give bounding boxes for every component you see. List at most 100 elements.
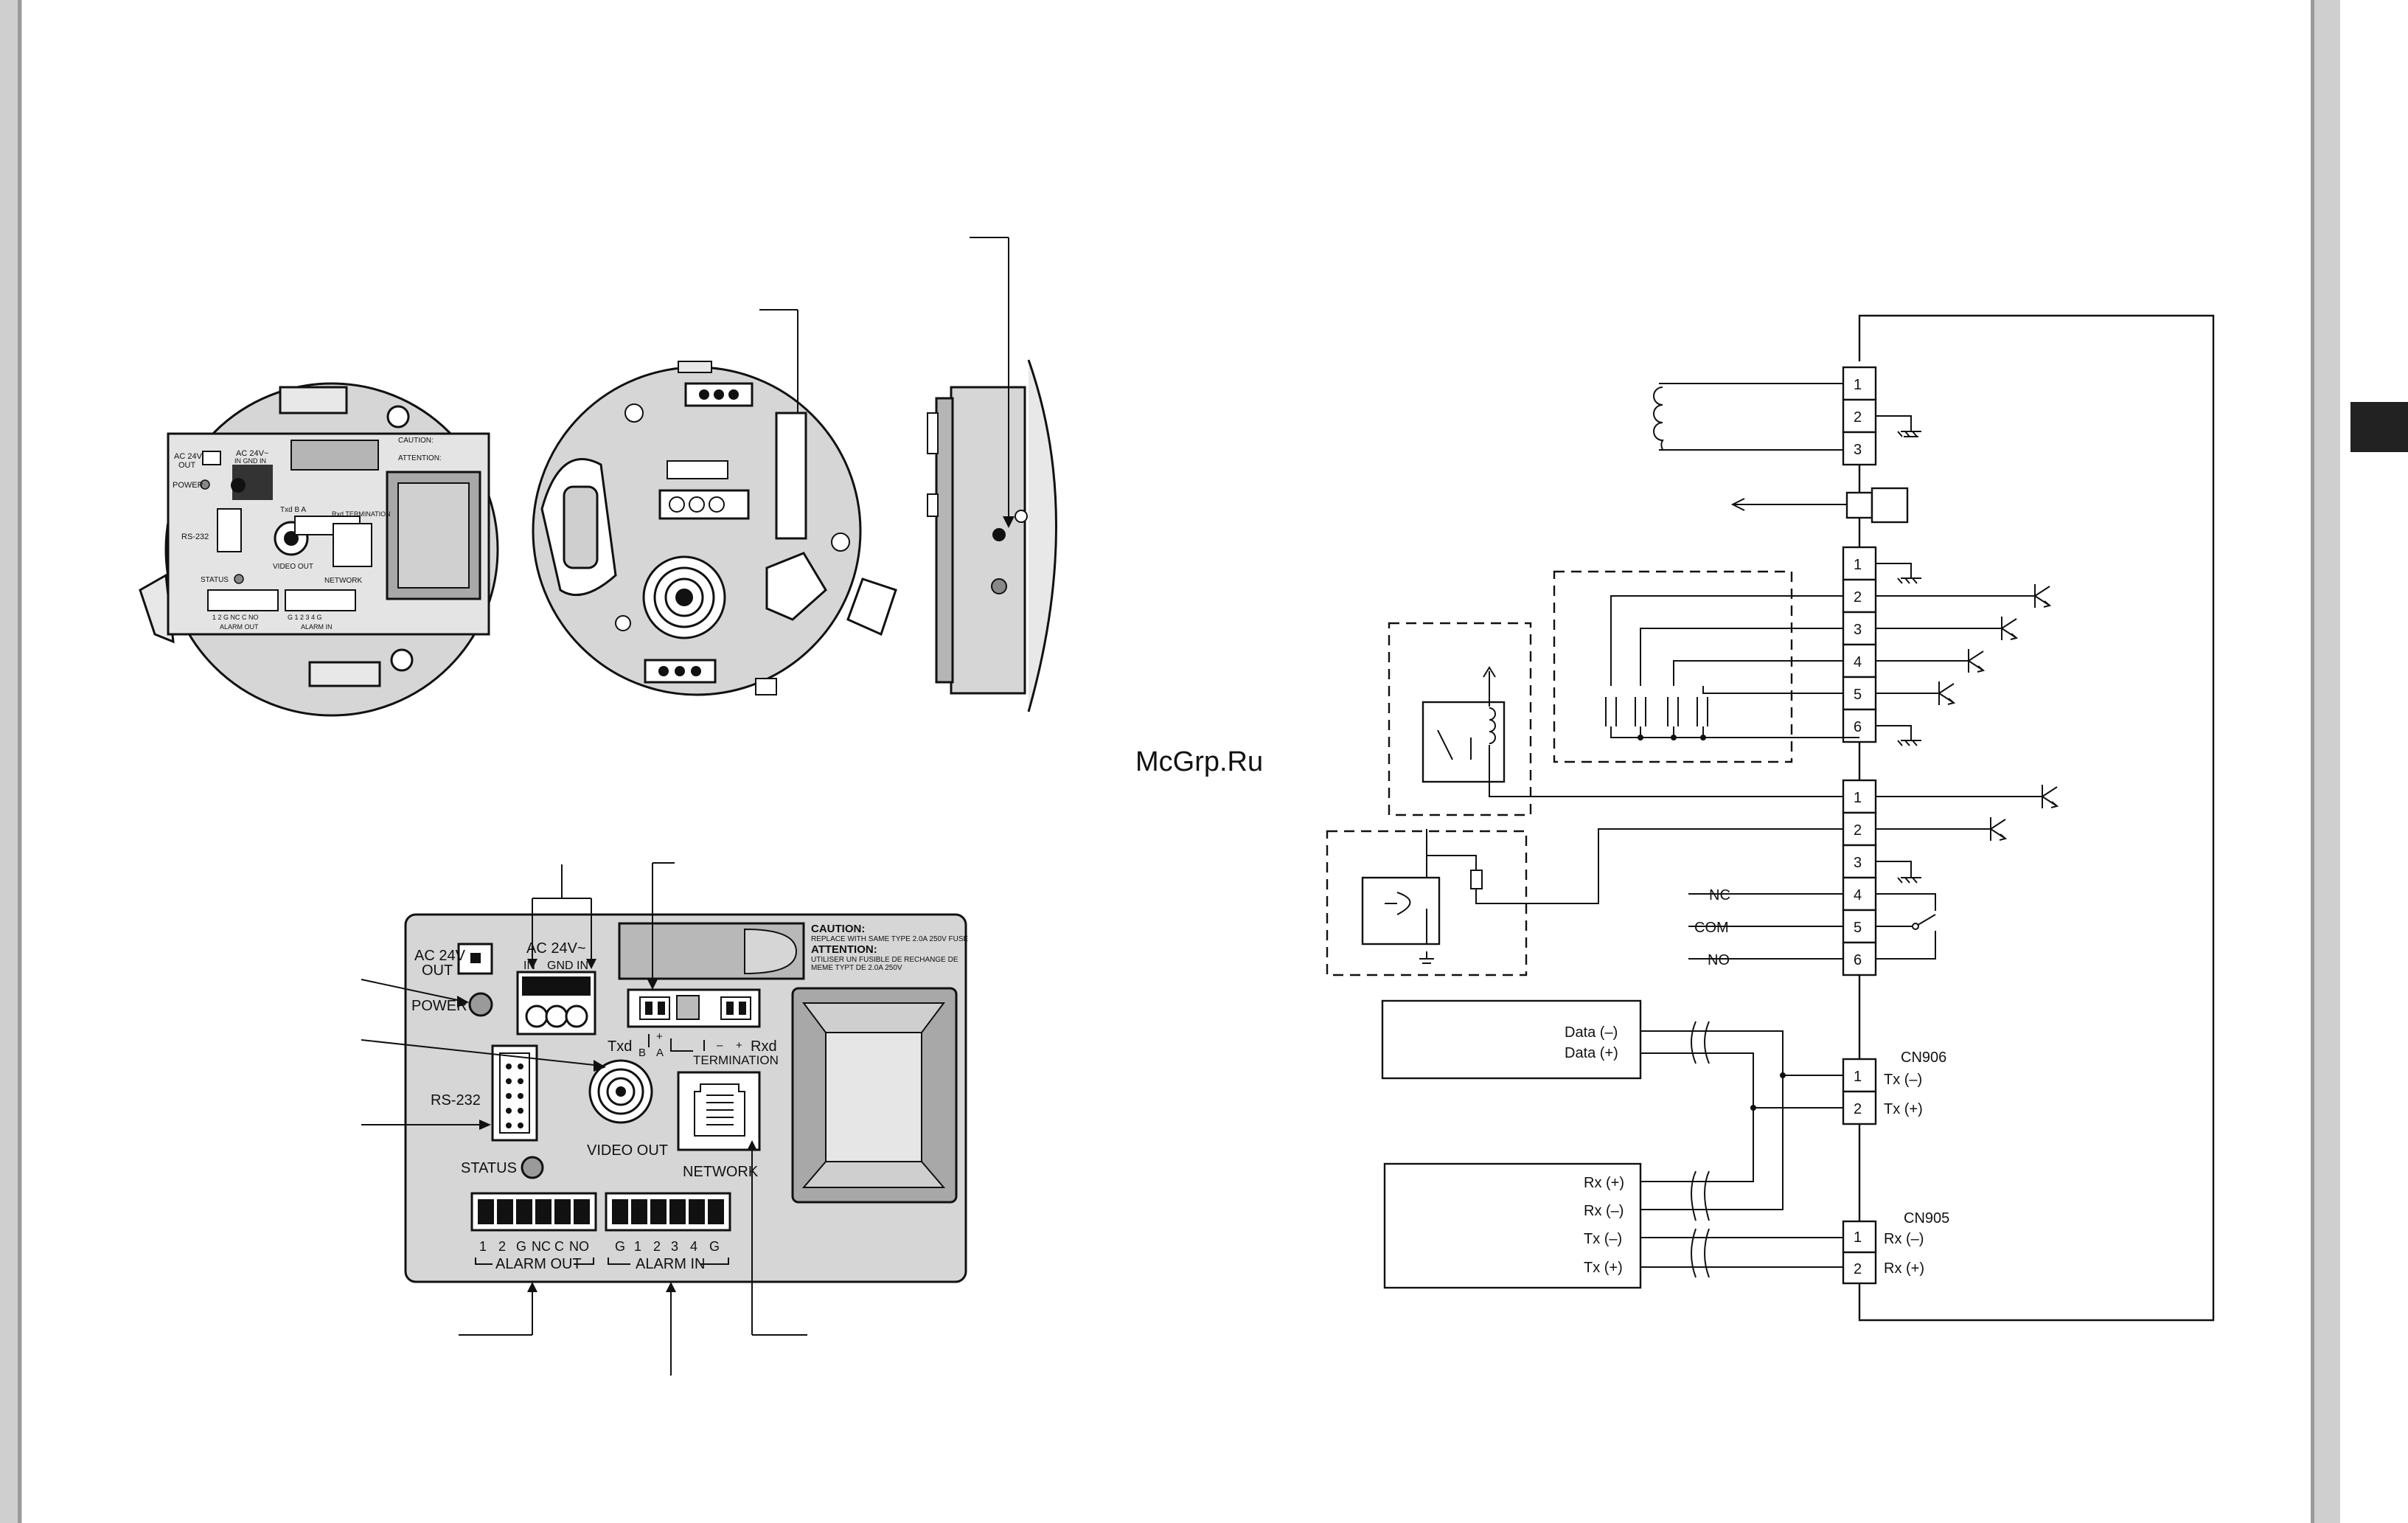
board-label-power: POWER xyxy=(173,481,203,490)
board-ac-out-switch xyxy=(202,451,221,465)
panel-alarm-out-pin1: 1 xyxy=(479,1239,487,1254)
panel-detail: AC 24V OUT POWER AC 24V~ IN GND IN CAUTI… xyxy=(361,862,969,1375)
panel-label-ac-pin3: IN xyxy=(577,960,588,972)
panel-alarm-in-pin5: 4 xyxy=(690,1239,697,1254)
panel-label-plus2: + xyxy=(736,1039,742,1052)
panel-label-txd: Txd xyxy=(608,1038,632,1055)
cn906-pin2-label: 2 xyxy=(1854,1101,1862,1117)
board-label-ac-in: AC 24V~ xyxy=(236,449,268,458)
label-rx-plus: Rx (+) xyxy=(1584,1175,1624,1191)
board-network-port xyxy=(333,523,372,567)
panel-label-termination: TERMINATION xyxy=(693,1053,779,1067)
board-label-alarm-out: ALARM OUT xyxy=(220,623,259,631)
board-label-alarm-in-pins: G 1 2 3 4 G xyxy=(288,614,322,621)
transistor-1 xyxy=(2034,584,2052,608)
panel-alarm-out-pin3: G xyxy=(516,1239,526,1254)
label-data-plus: Data (+) xyxy=(1565,1045,1618,1061)
panel-label-ac-in: AC 24V~ xyxy=(526,940,586,957)
block-c-pin4-label: 4 xyxy=(1854,887,1862,903)
board-label-video-out: VIDEO OUT xyxy=(273,563,313,571)
board-clip-bottom xyxy=(308,661,381,687)
board-overview: AC 24V OUT AC 24V~ IN GND IN POWER RS-23… xyxy=(139,382,499,717)
watermark: McGrp.Ru xyxy=(1135,746,1263,777)
panel-label-alarm-in: ALARM IN xyxy=(636,1256,705,1272)
label-cn905-rx-plus: Rx (+) xyxy=(1884,1260,1924,1277)
panel-label-ac-out: AC 24V xyxy=(414,948,466,964)
panel-label-b: B xyxy=(638,1047,646,1059)
cn905-pin2-label: 2 xyxy=(1854,1261,1862,1277)
callout-video-out xyxy=(361,1039,602,1066)
rear-plate-label-slot xyxy=(775,412,807,540)
board-screw-top xyxy=(386,405,410,429)
block-b-pin4-label: 4 xyxy=(1854,654,1862,670)
relay-element xyxy=(1422,701,1506,783)
relay-dashed-box xyxy=(1388,622,1532,816)
side-view xyxy=(927,237,1057,712)
block-a-pin2-label: 2 xyxy=(1854,409,1862,426)
coil-symbol xyxy=(1653,386,1664,450)
side-view-housing xyxy=(950,386,1026,695)
panel-alarm-out-pin2: 2 xyxy=(498,1239,506,1254)
label-cn906-tx-minus: Tx (–) xyxy=(1884,1072,1922,1088)
panel-alarm-in-pin3: 2 xyxy=(653,1239,661,1254)
mid-connector xyxy=(1845,491,1873,519)
board-label-alarm-in: ALARM IN xyxy=(301,623,333,631)
cn906-pin1-label: 1 xyxy=(1854,1069,1862,1085)
block-c-pin6-label: 6 xyxy=(1854,952,1862,968)
block-c-pin5-label: 5 xyxy=(1854,920,1862,936)
panel-status-led xyxy=(521,1156,544,1179)
panel-alarm-in-pin6: G xyxy=(709,1239,720,1254)
rear-plate xyxy=(532,309,897,696)
label-rx-minus: Rx (–) xyxy=(1584,1203,1624,1219)
label-tx-minus: Tx (–) xyxy=(1584,1231,1622,1247)
panel-alarm-in-pin1: G xyxy=(615,1239,625,1254)
callout-power xyxy=(361,979,465,1002)
block-a-pin1-label: 1 xyxy=(1854,377,1862,393)
transistor-3 xyxy=(1968,649,1986,673)
rear-plate-latch xyxy=(765,552,827,621)
rear-plate-tab-right xyxy=(846,577,897,636)
label-cn906: CN906 xyxy=(1901,1050,1946,1066)
panel-caution-title: CAUTION: xyxy=(811,923,865,935)
board-label-ac-out: AC 24V xyxy=(174,452,203,461)
panel-caution-text: REPLACE WITH SAME TYPE 2.0A 250V FUSE xyxy=(811,935,969,943)
block-b-pin1-label: 1 xyxy=(1854,557,1862,573)
label-cn905-rx-minus: Rx (–) xyxy=(1884,1231,1924,1247)
panel-label-rs232: RS-232 xyxy=(431,1092,481,1109)
alarm-out-element xyxy=(1361,876,1441,946)
network-data-box xyxy=(1381,999,1642,1080)
schematic: 1 2 3 1 2 3 4 5 6 xyxy=(1326,314,2215,1322)
panel-label-power: POWER xyxy=(411,998,467,1014)
board-label-termination: Rxd TERMINATION xyxy=(332,510,391,518)
board-alarm-in-block xyxy=(285,589,356,611)
panel-label-plus1: + xyxy=(656,1030,663,1043)
board-label-caution: CAUTION: xyxy=(398,437,434,445)
block-c-pin2-label: 2 xyxy=(1854,822,1862,839)
alarm-out-dashed-box xyxy=(1326,830,1528,976)
panel-alarm-in-pin2: 1 xyxy=(634,1239,641,1254)
panel-label-minus: – xyxy=(717,1039,723,1052)
section-tab-marker xyxy=(2350,402,2408,452)
panel-label-rxd: Rxd xyxy=(751,1038,777,1055)
panel-label-a: A xyxy=(656,1047,664,1059)
relay-label-com: COM xyxy=(1694,920,1729,936)
transistor-6 xyxy=(1990,817,2008,841)
board-screw-bottom xyxy=(390,648,414,672)
rear-plate-dip-switch xyxy=(667,460,728,479)
block-b-pin2-label: 2 xyxy=(1854,589,1862,606)
board-label-alarm-out-pins: 1 2 G NC C NO xyxy=(212,614,259,621)
label-tx-plus: Tx (+) xyxy=(1584,1260,1623,1276)
relay-label-nc: NC xyxy=(1709,887,1730,903)
panel-attention-title: ATTENTION: xyxy=(811,943,877,956)
right-gutter xyxy=(2314,0,2340,1523)
side-view-dome xyxy=(1027,359,1057,712)
board-rs232-port xyxy=(217,508,242,552)
panel-alarm-out-pin6: NO xyxy=(569,1239,589,1254)
panel-label-status: STATUS xyxy=(461,1160,517,1176)
right-gutter-edge xyxy=(2311,0,2314,1523)
label-cn906-tx-plus: Tx (+) xyxy=(1884,1101,1923,1117)
panel-label-network: NETWORK xyxy=(683,1164,759,1180)
block-b-pin5-label: 5 xyxy=(1854,687,1862,703)
panel-alarm-out-pin4: NC xyxy=(532,1239,551,1254)
